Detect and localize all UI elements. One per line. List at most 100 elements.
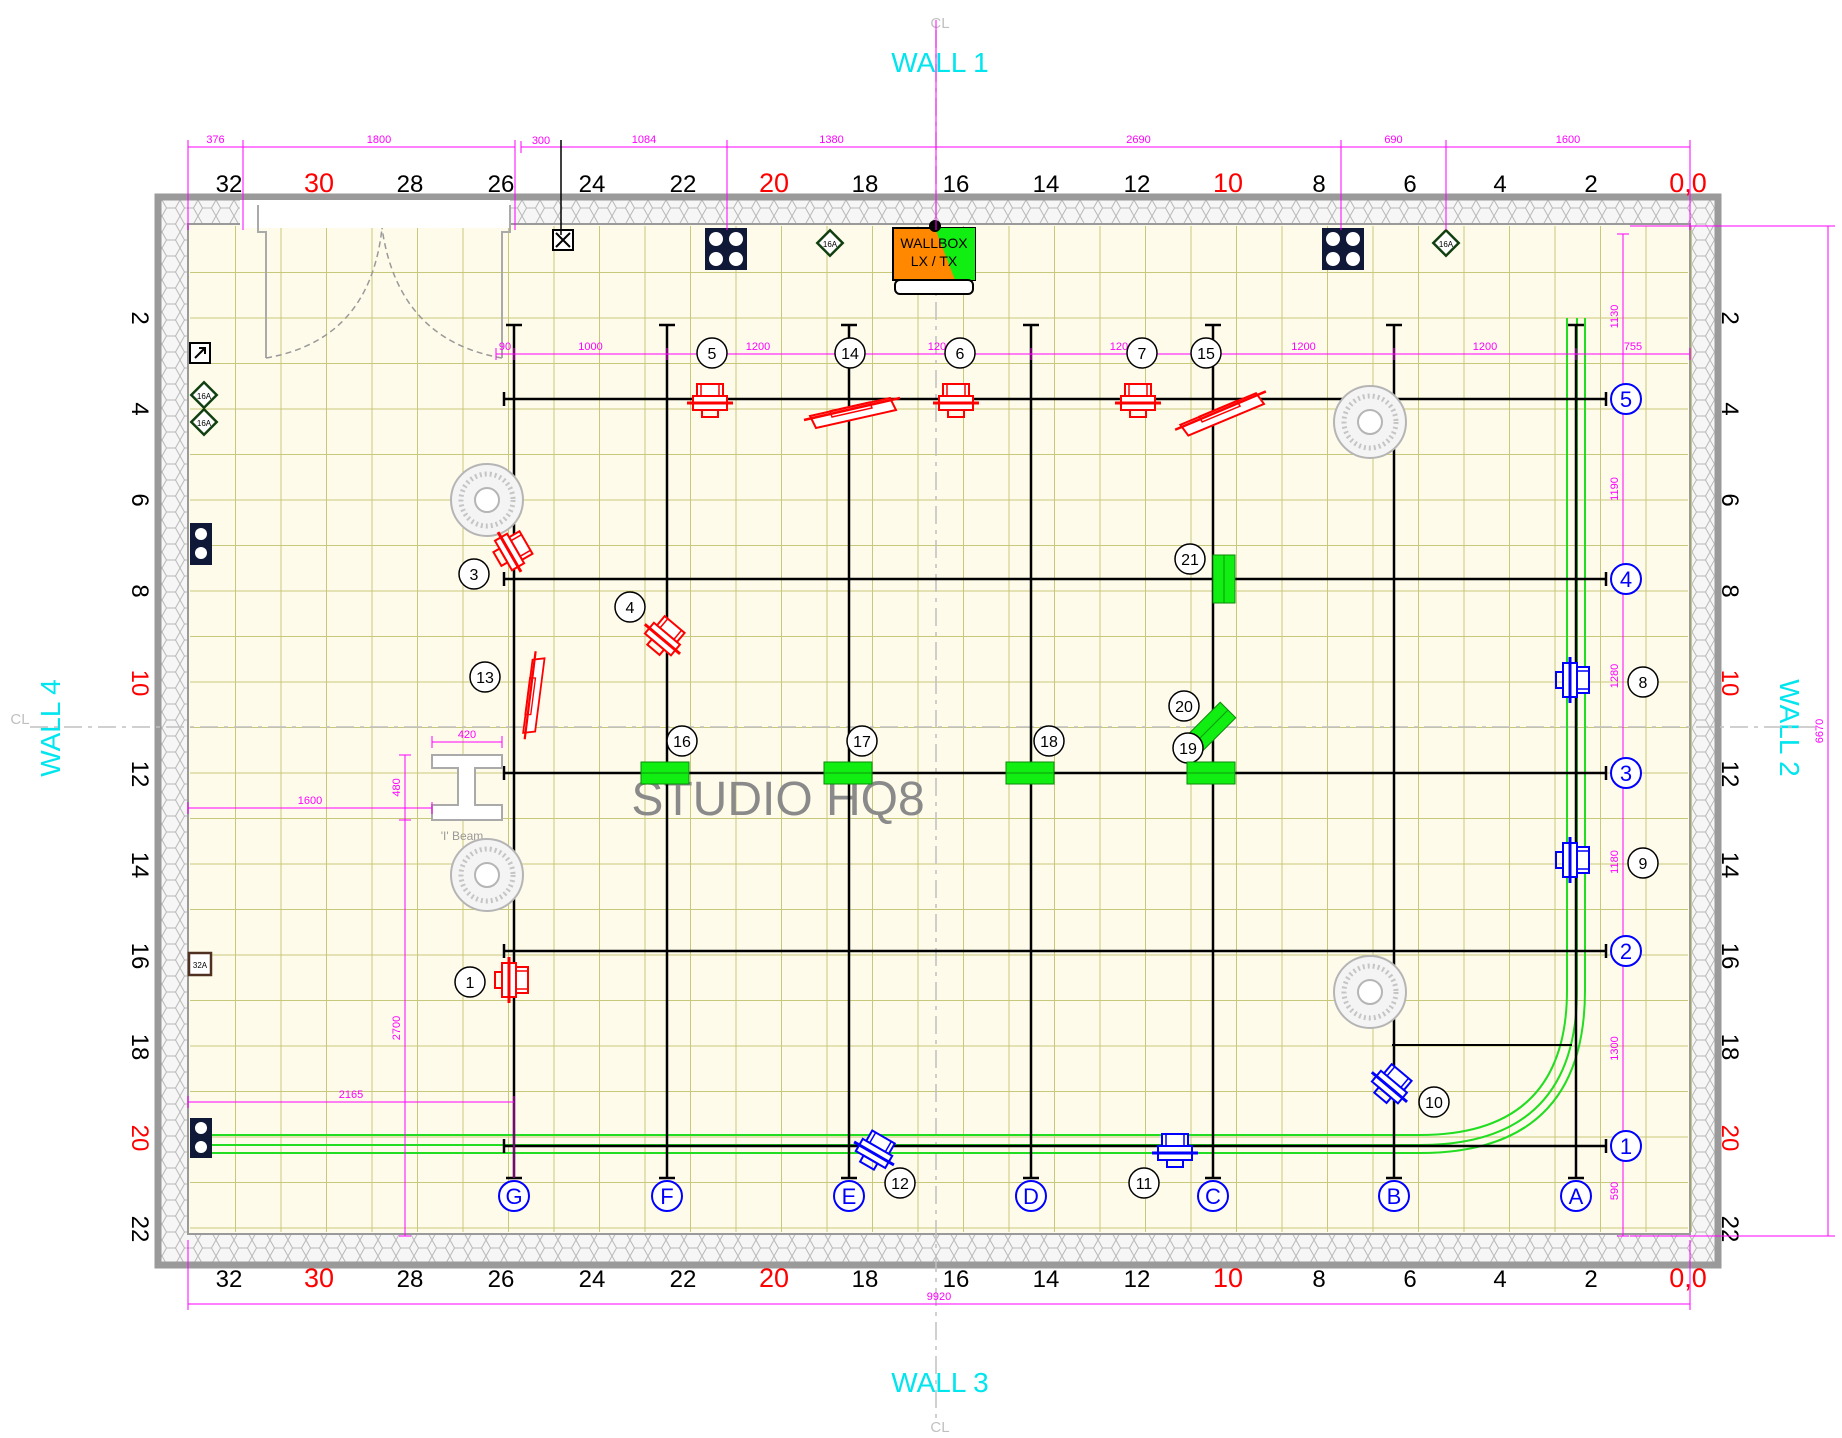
fixture-number: 18 xyxy=(1040,734,1058,751)
fixture-number-circle xyxy=(1128,1167,1160,1199)
centerline-mark-top: CL xyxy=(930,15,949,32)
grid-number: 14 xyxy=(1716,852,1743,879)
grid-reference-circle xyxy=(498,1180,530,1212)
dimension-value: 1130 xyxy=(1609,305,1621,329)
fixture-number: 3 xyxy=(470,567,479,584)
grid-number: 10 xyxy=(126,670,153,697)
fixture-number-circle xyxy=(1174,543,1206,575)
fixture-number: 11 xyxy=(1136,1176,1153,1193)
grid-number: 10 xyxy=(1213,168,1243,198)
power-socket-icon xyxy=(187,951,213,977)
grid-number: 18 xyxy=(852,1266,879,1293)
grid-number: 6 xyxy=(1403,1266,1416,1293)
dimension-value: 1600 xyxy=(298,795,322,807)
power-socket-icon xyxy=(815,228,845,258)
grid-number: 14 xyxy=(126,852,153,879)
dimension-value: 2690 xyxy=(1126,134,1150,146)
socket-label: 16A xyxy=(197,419,212,428)
grid-reference-label: A xyxy=(1569,1184,1584,1209)
fixture-number-circle xyxy=(454,966,486,998)
socket-shape xyxy=(187,951,213,977)
grid-number: 12 xyxy=(1124,1266,1151,1293)
socket-shape xyxy=(1431,228,1461,258)
dimension-value: 6670 xyxy=(1814,719,1826,743)
dimension-value: 1200 xyxy=(746,341,770,353)
dimension-value: 755 xyxy=(1624,341,1642,353)
fixture-number: 7 xyxy=(1138,346,1147,363)
grid-number: 10 xyxy=(1716,670,1743,697)
wall-1-label: WALL 1 xyxy=(891,47,989,78)
fixture-number-circle xyxy=(458,558,490,590)
left-panel-icon xyxy=(190,1118,212,1158)
wallbox-label-line1: WALLBOX xyxy=(900,235,968,251)
fixture-number: 6 xyxy=(956,346,965,363)
grid-reference-circle xyxy=(1378,1180,1410,1212)
wall-panel-icon xyxy=(1322,228,1364,270)
lighting-bars xyxy=(502,323,1608,1180)
fixture-number-circle xyxy=(1168,690,1200,722)
studio-floor xyxy=(187,223,1691,1235)
dimension-value: 1280 xyxy=(1609,664,1621,688)
dimension-value: 1190 xyxy=(1609,477,1621,501)
dimension-value: 1000 xyxy=(578,341,602,353)
dimension-value: 376 xyxy=(206,134,224,146)
grid-number: 0,0 xyxy=(1669,168,1707,198)
grid-number: 16 xyxy=(943,171,970,198)
dimension-value: 2165 xyxy=(339,1089,363,1101)
dimension-value: 1300 xyxy=(1609,1036,1621,1060)
grid-reference-circle xyxy=(1610,757,1642,789)
fixture-number: 5 xyxy=(708,346,717,363)
fixture-number: 14 xyxy=(841,346,859,363)
fixture-number: 20 xyxy=(1175,699,1193,716)
fixture-number-circle xyxy=(1418,1086,1450,1118)
socket-shape xyxy=(189,407,219,437)
grid-number: 12 xyxy=(1124,171,1151,198)
dimension-value: 1380 xyxy=(819,134,843,146)
fixture-number: 17 xyxy=(853,734,871,751)
grid-reference-circle xyxy=(1610,563,1642,595)
grid-reference-label: G xyxy=(505,1184,522,1209)
dimension-value: 1180 xyxy=(1609,850,1621,874)
left-panel-icon xyxy=(189,342,211,364)
grid-number: 2 xyxy=(1584,1266,1597,1293)
fixture-number: 13 xyxy=(476,670,494,687)
grid-number: 0,0 xyxy=(1669,1263,1707,1293)
grid-number: 12 xyxy=(1716,761,1743,788)
grid-number: 16 xyxy=(943,1266,970,1293)
grid-number: 12 xyxy=(126,761,153,788)
data-box-icon xyxy=(552,229,574,251)
socket-shape xyxy=(189,380,219,410)
fixture-number: 15 xyxy=(1197,346,1215,363)
grid-number: 30 xyxy=(304,168,334,198)
grid-reference-label: 5 xyxy=(1620,387,1632,412)
fixture-number-circle xyxy=(834,337,866,369)
socket-shape xyxy=(815,228,845,258)
socket-label: 16A xyxy=(823,240,838,249)
grid-reference-circle xyxy=(1610,1130,1642,1162)
wall-panel-icon xyxy=(705,228,747,270)
grid-reference-circle xyxy=(1560,1180,1592,1212)
fixture-number-circle xyxy=(696,337,728,369)
grid-reference-label: E xyxy=(842,1184,857,1209)
grid-number: 2 xyxy=(126,311,153,324)
fixture-number: 9 xyxy=(1639,856,1648,873)
grid-number: 32 xyxy=(216,1266,243,1293)
dimension-value: 690 xyxy=(1384,134,1402,146)
grid-number: 30 xyxy=(304,1263,334,1293)
grid-number: 8 xyxy=(1716,584,1743,597)
grid-number: 22 xyxy=(670,1266,697,1293)
fixture-number-circle xyxy=(469,661,501,693)
dimension-value: 9920 xyxy=(927,1291,951,1303)
grid-number: 10 xyxy=(1213,1263,1243,1293)
dimension-value: 1800 xyxy=(367,134,391,146)
grid-reference-circle xyxy=(651,1180,683,1212)
i-beam: 'I' Beam xyxy=(431,754,503,843)
grid-reference-label: B xyxy=(1387,1184,1402,1209)
fixture-number: 16 xyxy=(673,734,691,751)
grid-number: 16 xyxy=(126,943,153,970)
grid-number: 6 xyxy=(1403,171,1416,198)
grid-reference-circle xyxy=(1610,383,1642,415)
